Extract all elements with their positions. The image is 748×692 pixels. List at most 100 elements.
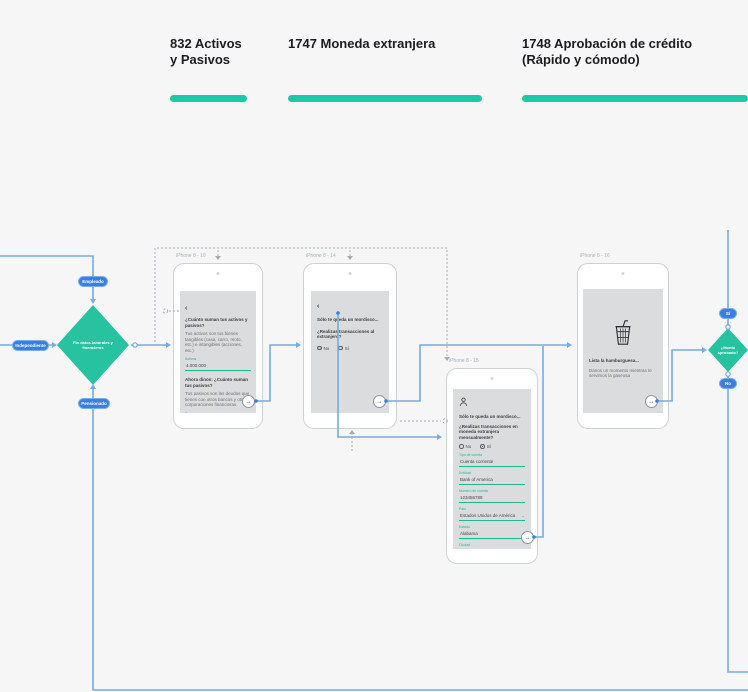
screen-title: Sólo te queda un mordisco...: [317, 317, 379, 322]
annotation-ring: [162, 308, 169, 314]
chevron-down-icon: ⌄: [521, 512, 525, 518]
next-button[interactable]: →: [373, 395, 386, 408]
arrowhead-right-icon: [52, 342, 57, 348]
radio-label: Sí: [486, 444, 492, 449]
arrowhead-down-icon: [90, 299, 96, 304]
radio-icon: [317, 345, 322, 351]
screen-paragraph: Danos un momento mientras te servimos la…: [589, 367, 652, 379]
arrowhead-right-icon: [567, 342, 572, 348]
arrowhead-right-icon: [166, 342, 171, 348]
radio-label: Sí: [344, 345, 350, 351]
radio-group: No Sí: [317, 346, 383, 351]
screen-paragraph: Tus activos son tus bienes tangibles (ca…: [185, 331, 243, 353]
radio-label: No: [323, 345, 330, 351]
section-title-line: 1748 Aprobación de crédito: [522, 36, 693, 51]
arrow-right-icon: →: [648, 398, 655, 405]
phone-frame-hamburguesa[interactable]: iPhone 8 - 16 Lista la hamburguesa... Da…: [577, 253, 669, 429]
branch-pill-empleado[interactable]: Empleado: [78, 276, 108, 287]
section-bar: [522, 95, 748, 102]
phone-frame-activos-pasivos[interactable]: iPhone 8 - 10 ‹ ¿Cuánto suman tus activo…: [173, 253, 263, 429]
decision-monto-aprobado[interactable]: ¿Monto aprobado?: [708, 328, 748, 372]
radio-option-si[interactable]: Sí: [338, 346, 349, 351]
select-estado[interactable]: Estado Alabama⌄: [459, 525, 525, 539]
pill-label: Empleado: [82, 279, 104, 284]
connector-decision-no-out: [727, 376, 748, 673]
field-value: Estados Unidos de América⌄: [459, 512, 525, 521]
radio-icon: [459, 444, 464, 449]
phone-speaker: [216, 272, 220, 275]
screen-moneda-form: Sólo te queda un mordisco... ¿Realizas t…: [453, 389, 531, 549]
next-button[interactable]: →: [521, 531, 534, 544]
section-title-1748: 1748 Aprobación de crédito (Rápido y cóm…: [522, 36, 692, 68]
section-bar: [170, 95, 247, 102]
section-bar: [288, 95, 482, 102]
screen-title: Sólo te queda un mordisco...: [459, 414, 521, 419]
radio-option-no[interactable]: No: [317, 346, 329, 351]
branch-pill-independiente[interactable]: Independiente: [12, 340, 49, 351]
branch-pill-si[interactable]: Sí: [719, 308, 737, 319]
field-value: Cuenta corriente: [459, 458, 525, 467]
screen-question: ¿Realizas transacciones en moneda extran…: [459, 423, 518, 440]
field-label: Activos: [185, 357, 197, 361]
input-activos[interactable]: Activos 4.000.000: [185, 357, 251, 371]
arrowhead-down-icon: [347, 256, 353, 260]
frame-label: iPhone 8 - 14: [306, 253, 336, 259]
section-title-832: 832 Activos y Pasivos: [170, 36, 242, 68]
arrow-right-icon: →: [376, 398, 383, 405]
frame-label: iPhone 8 - 16: [580, 253, 610, 259]
arrow-right-icon: →: [245, 398, 252, 405]
section-title-line: 832 Activos: [170, 36, 242, 51]
connector-ring: [725, 371, 731, 377]
input-pasivos[interactable]: Pasivos 4.000.000: [185, 412, 251, 414]
field-value: 4.000.000: [185, 362, 251, 371]
section-title-1747: 1747 Moneda extranjera: [288, 36, 435, 52]
radio-option-si[interactable]: Sí: [480, 444, 491, 449]
arrowhead-down-icon: [215, 256, 221, 260]
back-icon[interactable]: ‹: [185, 305, 188, 312]
input-tipo-cuenta[interactable]: Tipo de cuenta Cuenta corriente: [459, 453, 525, 467]
phone-speaker: [621, 272, 625, 275]
decision-fin-datos[interactable]: Fin datos laborales y financieros: [57, 305, 129, 385]
soda-cup-illustration: [589, 319, 657, 346]
branch-pill-no[interactable]: No: [719, 378, 737, 389]
arrowhead-up-icon: [349, 430, 355, 434]
decision-label: ¿Monto aprobado?: [717, 345, 739, 355]
frame-label: iPhone 8 - 15: [449, 358, 479, 364]
connector-pensionado-out: [92, 386, 748, 691]
pill-label: No: [725, 381, 731, 386]
phone-frame-transacciones[interactable]: iPhone 8 - 14 ‹ Sólo te queda un mordisc…: [303, 253, 397, 429]
pill-label: Pensionado: [81, 401, 107, 406]
person-icon: [459, 394, 525, 412]
pill-label: Sí: [725, 311, 731, 316]
section-title-line: (Rápido y cómodo): [522, 52, 640, 67]
connector-ring: [132, 342, 138, 348]
radio-icon: [480, 444, 485, 449]
branch-pill-pensionado[interactable]: Pensionado: [78, 398, 110, 409]
input-numero-cuenta[interactable]: Número de cuenta 123456789: [459, 489, 525, 503]
screen-subtitle: Ahora dinos: ¿Cuánto suman tus pasivos?: [185, 377, 248, 388]
phone-speaker: [348, 272, 352, 275]
arrowhead-right-icon: [702, 347, 707, 353]
input-entidad[interactable]: Entidad Bank of America: [459, 471, 525, 485]
back-icon[interactable]: ‹: [317, 303, 320, 310]
next-button[interactable]: →: [242, 395, 255, 408]
field-value: 123456789: [459, 494, 525, 503]
radio-group: No Sí: [459, 444, 525, 449]
select-ciudad[interactable]: Ciudad New York⌄: [459, 543, 525, 549]
radio-icon: [338, 345, 343, 351]
arrow-right-icon: →: [524, 534, 531, 541]
section-title-line: y Pasivos: [170, 52, 230, 67]
next-button[interactable]: →: [645, 395, 658, 408]
field-value: Alabama⌄: [459, 530, 525, 539]
radio-option-no[interactable]: No: [459, 444, 471, 449]
arrowhead-right-icon: [437, 434, 442, 440]
pill-label: Independiente: [15, 343, 46, 348]
phone-frame-moneda-extranjera[interactable]: iPhone 8 - 15 Sólo te queda un mordisco.…: [446, 358, 538, 564]
field-value: New York⌄: [459, 548, 525, 550]
chevron-down-icon: ⌄: [521, 549, 525, 550]
screen-title: ¿Cuánto suman tus activos y pasivos?: [185, 317, 248, 328]
phone-speaker: [490, 377, 494, 380]
select-pais[interactable]: País Estados Unidos de América⌄: [459, 507, 525, 521]
field-value: Bank of America: [459, 476, 525, 485]
